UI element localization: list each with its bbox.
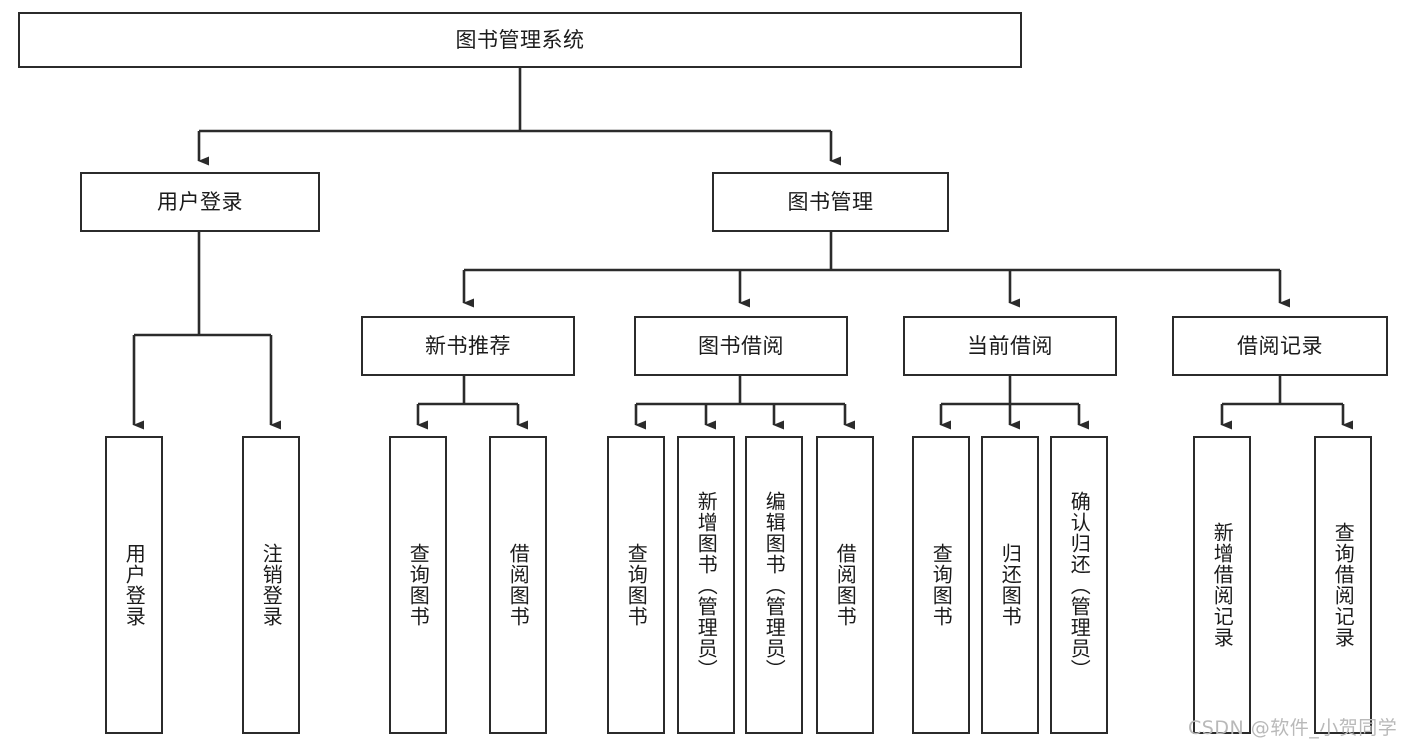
- leaf-label: 用户登录: [122, 543, 147, 627]
- leaf-book-borrow-borrow[interactable]: 借阅图书: [816, 436, 874, 734]
- leaf-label: 编辑图书（管理员）: [762, 490, 787, 680]
- leaf-label: 确认归还（管理员）: [1067, 490, 1092, 680]
- leaf-label: 查询图书: [624, 543, 649, 627]
- node-book-borrow-label: 图书借阅: [698, 333, 784, 358]
- node-borrow-record-label: 借阅记录: [1237, 333, 1323, 358]
- node-current-borrow-label: 当前借阅: [967, 333, 1053, 358]
- node-root-label: 图书管理系统: [455, 27, 585, 52]
- node-book-management[interactable]: 图书管理: [712, 172, 949, 232]
- leaf-current-borrow-confirm-return[interactable]: 确认归还（管理员）: [1050, 436, 1108, 734]
- leaf-new-book-query[interactable]: 查询图书: [389, 436, 447, 734]
- node-book-management-label: 图书管理: [787, 189, 874, 214]
- leaf-label: 新增图书（管理员）: [694, 490, 719, 680]
- leaf-new-book-borrow[interactable]: 借阅图书: [489, 436, 547, 734]
- node-current-borrow[interactable]: 当前借阅: [903, 316, 1117, 376]
- leaf-user-login-login[interactable]: 用户登录: [105, 436, 163, 734]
- leaf-book-borrow-query[interactable]: 查询图书: [607, 436, 665, 734]
- leaf-user-login-logout[interactable]: 注销登录: [242, 436, 300, 734]
- node-book-borrow[interactable]: 图书借阅: [634, 316, 848, 376]
- leaf-book-borrow-edit[interactable]: 编辑图书（管理员）: [745, 436, 803, 734]
- leaf-label: 注销登录: [259, 543, 284, 627]
- leaf-label: 归还图书: [998, 543, 1023, 627]
- node-new-book-recommend-label: 新书推荐: [425, 333, 511, 358]
- leaf-current-borrow-query[interactable]: 查询图书: [912, 436, 970, 734]
- leaf-label: 查询借阅记录: [1331, 522, 1356, 648]
- node-root[interactable]: 图书管理系统: [18, 12, 1022, 68]
- leaf-borrow-record-query[interactable]: 查询借阅记录: [1314, 436, 1372, 734]
- node-user-login[interactable]: 用户登录: [80, 172, 320, 232]
- leaf-label: 借阅图书: [506, 543, 531, 627]
- leaf-book-borrow-add[interactable]: 新增图书（管理员）: [677, 436, 735, 734]
- leaf-label: 查询图书: [929, 543, 954, 627]
- node-borrow-record[interactable]: 借阅记录: [1172, 316, 1388, 376]
- leaf-label: 新增借阅记录: [1210, 522, 1235, 648]
- node-user-login-label: 用户登录: [157, 189, 243, 214]
- leaf-label: 查询图书: [406, 543, 431, 627]
- node-new-book-recommend[interactable]: 新书推荐: [361, 316, 575, 376]
- leaf-label: 借阅图书: [833, 543, 858, 627]
- leaf-current-borrow-return[interactable]: 归还图书: [981, 436, 1039, 734]
- watermark: CSDN @软件_小贺同学: [1188, 717, 1398, 739]
- leaf-borrow-record-add[interactable]: 新增借阅记录: [1193, 436, 1251, 734]
